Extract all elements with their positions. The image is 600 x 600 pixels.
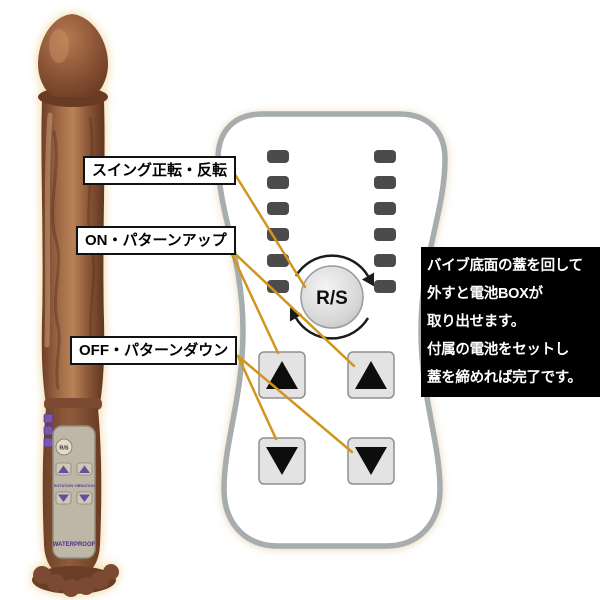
battery-info-box: バイブ底面の蓋を回して 外すと電池BOXが 取り出せます。 付属の電池をセットし… (421, 247, 600, 397)
product-control-panel: R/S ROTATION VIBRATION WATERPROOF (52, 425, 96, 559)
rotation-up-icon (58, 465, 69, 473)
panel-rs-button (55, 438, 73, 456)
indicator-light (374, 228, 396, 241)
callout-line-on-left (227, 246, 280, 355)
indicator-light (374, 150, 396, 163)
vibration-down-icon (79, 494, 90, 502)
handle-side-buttons (43, 413, 54, 448)
panel-rs-label: R/S (59, 446, 69, 452)
indicator-light (374, 254, 396, 267)
glans-highlight (49, 29, 69, 63)
product-base (32, 564, 119, 597)
product-image: R/S ROTATION VIBRATION WATERPROOF (32, 14, 119, 597)
label-off-pattern-down: OFF・パターンダウン (70, 336, 238, 365)
indicator-light (267, 228, 289, 241)
callout-line-off-right (236, 354, 354, 454)
callout-line-swing (234, 174, 307, 289)
rotate-arrowhead-icon (361, 272, 375, 287)
rs-button: R/S (289, 254, 375, 340)
info-line: バイブ底面の蓋を回して (427, 258, 583, 274)
vein-texture (51, 130, 61, 390)
callout-line-off-left (236, 354, 278, 441)
panel-rotation-label: ROTATION (54, 484, 74, 488)
indicator-light (374, 280, 396, 293)
indicator-light (267, 254, 289, 267)
info-line: 取り出せます。 (427, 314, 525, 330)
up-triangle-icon (266, 361, 298, 389)
indicator-light (374, 176, 396, 189)
indicator-light (267, 202, 289, 215)
down-triangle-icon (355, 447, 387, 475)
info-line: 付属の電池をセットし (427, 342, 569, 358)
shaft-highlight (44, 112, 53, 348)
panel-vibration-label: VIBRATION (74, 484, 95, 488)
product-glans (38, 14, 108, 97)
indicator-lights (267, 150, 396, 293)
rotate-arrow-top-icon (294, 254, 370, 277)
label-swing-rotation: スイング正転・反転 (83, 156, 237, 185)
product-neck (44, 398, 102, 410)
up-button-left (258, 351, 306, 399)
panel-waterproof-label: WATERPROOF (53, 542, 96, 548)
callout-line-on-right (227, 246, 356, 368)
down-button-right (347, 437, 395, 485)
rotation-down-icon (58, 494, 69, 502)
up-button-right (347, 351, 395, 399)
down-triangle-icon (266, 447, 298, 475)
up-triangle-icon (355, 361, 387, 389)
vibration-up-icon (79, 465, 90, 473)
down-button-left (258, 437, 306, 485)
rotate-arrow-bottom-icon (294, 317, 370, 340)
callout-lines (227, 174, 356, 454)
label-on-pattern-up: ON・パターンアップ (76, 226, 236, 255)
indicator-light (267, 150, 289, 163)
remote-diagram: R/S (215, 111, 448, 549)
rs-button-label: R/S (316, 288, 348, 309)
indicator-light (374, 202, 396, 215)
rotate-arrowhead-icon (289, 307, 303, 322)
remote-body (215, 111, 448, 549)
indicator-light (267, 176, 289, 189)
info-line: 蓋を締めれば完了です。 (427, 370, 582, 386)
info-line: 外すと電池BOXが (427, 286, 543, 302)
